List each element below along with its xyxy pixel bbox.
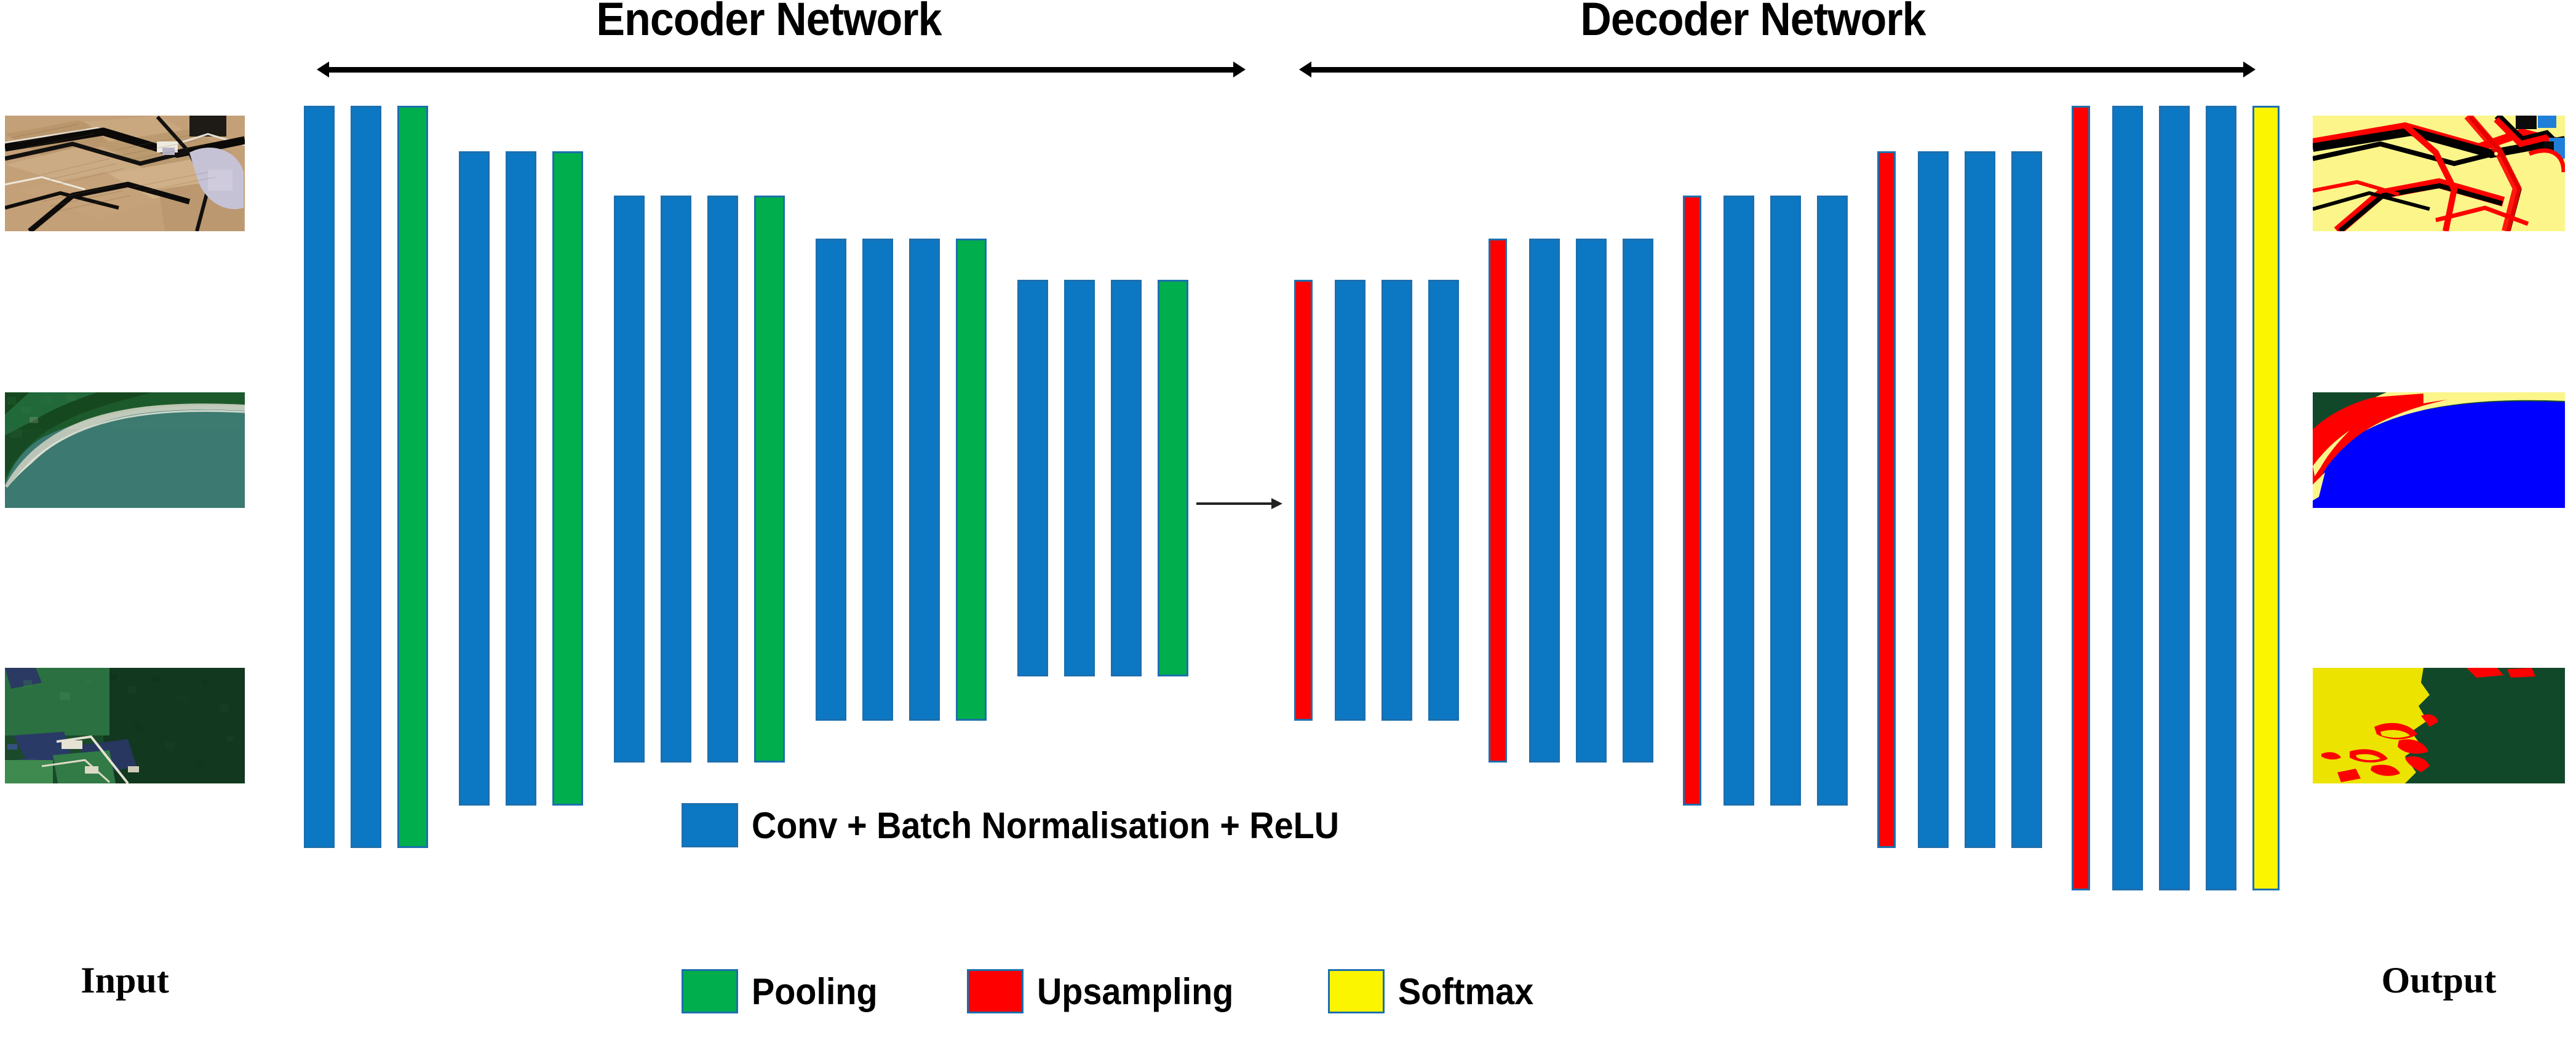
encoder-bar-conv-7 [614, 196, 645, 763]
output-tile-forest [2313, 668, 2565, 783]
decoder-bar-conv-16 [2011, 151, 2042, 848]
encoder-span-arrow [317, 61, 1246, 77]
legend-item-upsampling[interactable]: Upsampling [966, 969, 1248, 1013]
decoder-title: Decoder Network [1580, 0, 1926, 46]
arrow-shaft [1307, 67, 2248, 73]
encoder-bar-pool-18 [1158, 280, 1188, 676]
legend-item-pooling[interactable]: Pooling [682, 969, 887, 1013]
legend-row-primary: Conv + Batch Normalisation + ReLU [682, 803, 1383, 847]
encoder-bar-pool-10 [754, 196, 785, 763]
legend-row-secondary: Pooling Upsampling Softmax [682, 969, 1544, 1013]
encoder-bar-conv-12 [862, 239, 893, 721]
output-tile-farmland [2313, 116, 2565, 231]
output-lake-segmap [2313, 392, 2565, 508]
decoder-bar-soft-21 [2252, 106, 2280, 890]
arrow-head-right-icon [1271, 498, 1282, 509]
decoder-bar-ups-17 [2072, 106, 2090, 890]
encoder-bar-conv-2 [351, 106, 381, 848]
pooling-swatch-icon [682, 969, 738, 1013]
decoder-bar-conv-15 [1965, 151, 1995, 848]
decoder-bar-ups-9 [1683, 196, 1701, 806]
encoder-title: Encoder Network [596, 0, 942, 46]
arrow-shaft [1196, 502, 1273, 505]
input-forest-image [5, 668, 245, 783]
input-tile-lake [5, 392, 245, 508]
legend-item-softmax[interactable]: Softmax [1328, 969, 1544, 1013]
output-label: Output [2381, 960, 2497, 1001]
softmax-swatch-icon [1328, 969, 1385, 1013]
decoder-bar-conv-2 [1335, 280, 1366, 721]
encoder-bar-conv-17 [1111, 280, 1142, 676]
legend-label-softmax: Softmax [1398, 970, 1534, 1012]
encoder-bar-conv-4 [459, 151, 490, 806]
encoder-bar-conv-15 [1017, 280, 1048, 676]
decoder-bar-conv-3 [1381, 280, 1412, 721]
input-lake-image [5, 392, 245, 508]
legend-label-pooling: Pooling [752, 970, 878, 1012]
encoder-bar-conv-8 [661, 196, 691, 763]
encoder-bar-conv-13 [909, 239, 940, 721]
arrow-shaft [325, 67, 1238, 73]
arrow-head-left-icon [317, 61, 329, 77]
encoder-bar-pool-14 [956, 239, 987, 721]
legend-item-conv[interactable]: Conv + Batch Normalisation + ReLU [682, 803, 1383, 847]
encoder-bar-conv-16 [1064, 280, 1095, 676]
conv-swatch-icon [682, 803, 738, 847]
decoder-bar-conv-18 [2112, 106, 2143, 890]
arrow-head-left-icon [1299, 61, 1311, 77]
decoder-bar-conv-12 [1817, 196, 1848, 806]
arrow-head-right-icon [2243, 61, 2256, 77]
legend-label-upsampling: Upsampling [1036, 970, 1234, 1012]
decoder-bar-conv-10 [1723, 196, 1754, 806]
decoder-bar-conv-11 [1770, 196, 1801, 806]
decoder-bar-conv-4 [1428, 280, 1459, 721]
input-tile-forest [5, 668, 245, 783]
output-tile-lake [2313, 392, 2565, 508]
encoder-bar-pool-3 [397, 106, 428, 848]
decoder-bar-ups-1 [1294, 280, 1313, 721]
upsampling-swatch-icon [966, 969, 1024, 1013]
output-forest-segmap [2313, 668, 2565, 783]
input-farmland-image [5, 116, 245, 231]
decoder-span-arrow [1299, 61, 2256, 77]
input-tile-farmland [5, 116, 245, 231]
decoder-bar-conv-6 [1529, 239, 1560, 763]
decoder-bar-conv-14 [1918, 151, 1949, 848]
bottleneck-flow-arrow [1196, 498, 1282, 509]
input-label: Input [81, 960, 169, 1001]
decoder-bar-conv-8 [1623, 239, 1653, 763]
encoder-bar-conv-9 [707, 196, 738, 763]
encoder-bar-pool-6 [552, 151, 583, 806]
decoder-bar-ups-5 [1489, 239, 1507, 763]
decoder-bar-conv-19 [2159, 106, 2190, 890]
encoder-bar-conv-1 [304, 106, 335, 848]
encoder-bar-conv-5 [506, 151, 536, 806]
decoder-bar-conv-7 [1576, 239, 1607, 763]
encoder-bar-conv-11 [816, 239, 846, 721]
arrow-head-right-icon [1233, 61, 1246, 77]
legend-label-conv: Conv + Batch Normalisation + ReLU [752, 804, 1340, 846]
decoder-bar-ups-13 [1877, 151, 1896, 848]
output-farmland-segmap [2313, 116, 2565, 231]
decoder-bar-conv-20 [2206, 106, 2236, 890]
